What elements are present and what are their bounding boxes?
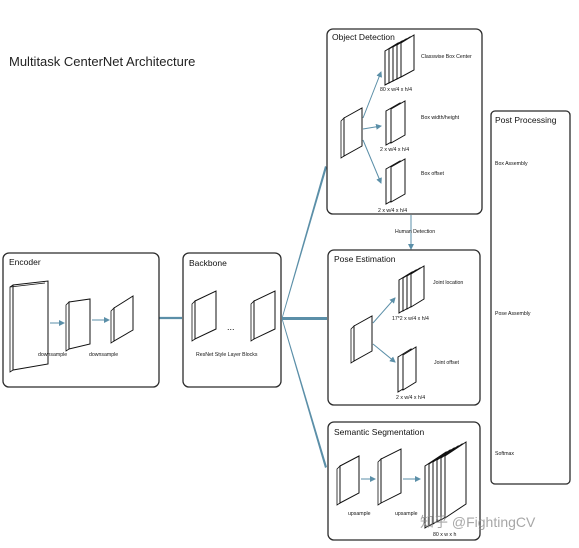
pe-input-block [350, 315, 373, 364]
encoder-block-1 [9, 280, 49, 373]
backbone-title: Backbone [189, 258, 227, 268]
backbone-block-2 [250, 290, 276, 342]
pe-output-name-1: Joint location [433, 280, 463, 286]
od-input-block [340, 107, 363, 159]
encoder-block-3 [110, 295, 134, 344]
object-detection-title: Object Detection [332, 32, 395, 42]
pose-estimation-title: Pose Estimation [334, 254, 396, 264]
ss-output-shape: 80 x w x h [433, 532, 456, 538]
pe-stack-joint-offset [397, 346, 417, 393]
ss-upsample-label-1: upsample [348, 511, 371, 517]
connector-to-pose-estimation [282, 317, 327, 320]
pose-estimation-panel: Pose Estimation Joint location 17*2 x w/… [327, 249, 481, 406]
watermark: 知乎 @FightingCV [420, 514, 536, 530]
backbone-panel-frame [182, 252, 282, 388]
post-processing-title: Post Processing [495, 115, 557, 125]
pe-output-shape-2: 2 x w/4 x h/4 [396, 395, 425, 401]
ss-block-2 [377, 448, 402, 506]
encoder-downsample-label-2: downsample [89, 352, 118, 358]
connector-to-semantic-segmentation [282, 317, 327, 468]
od-output-name-1: Classwise Box Center [421, 54, 472, 60]
encoder-downsample-label-1: downsample [38, 352, 67, 358]
od-output-shape-3: 2 x w/4 x h/4 [378, 208, 407, 214]
backbone-panel: Backbone ... ResNet Style Layer Blocks [182, 252, 282, 388]
pe-output-shape-1: 17*2 x w/4 x h/4 [392, 316, 429, 322]
pose-estimation-panel-frame [327, 249, 481, 406]
od-output-shape-2: 2 x w/4 x h/4 [380, 147, 409, 153]
od-output-name-2: Box width/height [421, 115, 460, 121]
post-processing-item-1: Box Assembly [495, 161, 528, 167]
post-processing-panel-frame [490, 110, 571, 485]
encoder-title: Encoder [9, 257, 41, 267]
backbone-dots: ... [227, 322, 235, 332]
od-stack-classwise [384, 34, 415, 86]
backbone-block-1 [191, 290, 217, 342]
od-stack-offset [385, 158, 406, 205]
pe-stack-joint-location [398, 265, 425, 314]
post-processing-panel: Post Processing Box Assembly Pose Assemb… [490, 110, 571, 485]
pe-output-name-2: Joint offset [434, 360, 460, 366]
encoder-panel: Encoder downsample downsample [2, 252, 160, 388]
od-output-shape-1: 80 x w/4 x h/4 [380, 87, 412, 93]
connector-to-object-detection [282, 166, 327, 320]
od-stack-wh [385, 100, 406, 146]
backbone-caption: ResNet Style Layer Blocks [196, 352, 258, 358]
fanout-connectors [159, 166, 414, 468]
post-processing-item-2: Pose Assembly [495, 311, 531, 317]
ss-upsample-label-2: upsample [395, 511, 418, 517]
post-processing-item-3: Softmax [495, 451, 514, 457]
semantic-segmentation-panel: Semantic Segmentation upsample upsample … [327, 421, 481, 541]
human-detection-label: Human Detection [395, 229, 435, 235]
encoder-block-2 [65, 298, 91, 352]
diagram-title: Multitask CenterNet Architecture [9, 54, 195, 69]
object-detection-panel: Object Detection Classwise Box Center 80… [326, 28, 483, 215]
ss-output-stack [424, 441, 467, 529]
semantic-segmentation-title: Semantic Segmentation [334, 427, 425, 437]
ss-block-1 [336, 455, 360, 506]
od-output-name-3: Box offset [421, 171, 445, 177]
